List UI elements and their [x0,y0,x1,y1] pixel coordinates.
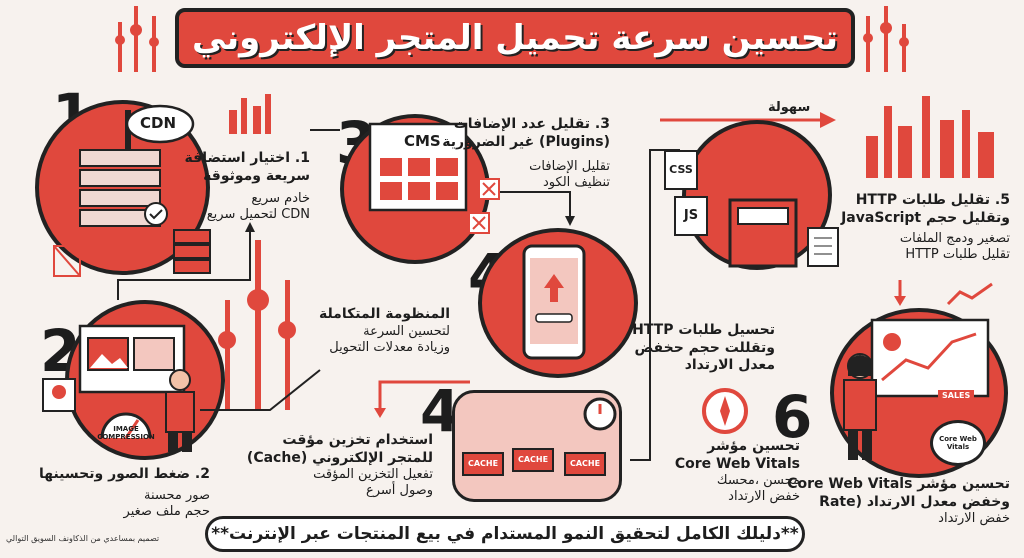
step-3-line-1: تقليل الإضافات [529,159,610,174]
no-plugin-icon [53,245,81,277]
woman-illustration [843,353,877,460]
image-gallery-icon [78,324,186,394]
step-1-line-1: خادم سريع [251,191,310,206]
http-summary-line-3: معدل الارتداد [684,357,775,373]
image-compression-badge: IMAGE COMPRESSION [90,425,162,441]
step-1-title: 1. اختيار استضافة [184,150,310,166]
step-6-line-2: خفض الارتداد [728,489,800,505]
cms-label: CMS [404,132,441,150]
step-1-text: 1. اختيار استضافة سريعة وموثوقة خادم سري… [184,150,310,224]
step-7-line-1: خفض الارتداد [938,511,1010,526]
cache-box-1: CACHE [462,452,504,476]
step-3-line-2: تنظيف الكود [543,175,610,191]
compass-gauge-icon [702,388,748,434]
city-towers-illustration [218,240,296,410]
image-compression-line-2: COMPRESSION [97,432,155,441]
arrow-right-icon [660,112,836,128]
http-summary-text: تحسيل طلبات HTTP وتقللت حجم حخفض معدل ال… [630,322,775,375]
step-6-number: 6 [772,383,813,451]
ease-label: سهولة [768,100,811,115]
step-3-title: 3. تقليل عدد الإضافات [453,116,610,132]
person-illustration [165,369,195,452]
document-icon [807,227,839,267]
http-summary-line-1: تحسيل طلبات HTTP [632,322,775,338]
skyline-left-illustration [115,6,159,72]
step-6-line-1: محسن ،محسك [716,473,800,488]
remove-plugin-icon [478,178,500,200]
step-7-title-2: وخفض معدل الارتداد (Rate [819,493,1010,510]
js-file-icon: JS [674,196,708,236]
ecosystem-line-3: وزيادة معدلات التحويل [329,339,450,355]
step-2-line-1: صور محسنة [143,487,210,503]
step-4-cache-text: استخدام تخزين مؤقت للمتجر الإلكتروني (Ca… [246,432,433,500]
cdn-label: CDN [140,114,177,132]
avatar-icon [42,378,76,412]
skyline-right-mid-illustration [866,96,994,178]
step-6-text: تحسين مؤشر Core Web Vitals محسن ،محسك خف… [674,438,800,506]
ecosystem-line-2: لتحسين السرعة [363,323,450,339]
step-5-text: 5. تقليل طلبات HTTP وتقليل حجم JavaScrip… [840,192,1010,264]
step-6-title: تحسين مؤشر [707,438,800,454]
step-7-text: تحسين مؤشر Core Web Vitals وخفض معدل الا… [787,476,1010,527]
core-web-vitals-line-1: Core Web [939,435,977,443]
analytics-dashboard-icon [870,318,990,398]
cdn-cloud-icon [125,104,195,144]
step-5-line-2: تقليل طلبات HTTP [905,247,1010,263]
skyline-right-illustration [863,6,909,72]
step-3-text: 3. تقليل عدد الإضافات (Plugins) غير الضر… [442,116,610,192]
image-compression-line-1: IMAGE [113,425,139,433]
step-2-text: 2. ضغط الصور وتحسينها صور محسنة حجم ملف … [38,466,210,520]
phone-rocket-icon [522,244,586,360]
stopwatch-icon [583,397,617,431]
step-4-cache-line-2: وصول أسرع [365,483,433,499]
trend-chart-icon [946,282,993,306]
ecosystem-line-1: المنظومة المتكاملة [318,306,450,322]
skyline-top-illustration [229,94,271,134]
core-web-vitals-badge: Core Web Vitals [930,420,986,466]
step-4-cache-title: استخدام تخزين مؤقت [282,432,433,448]
step-5-title: 5. تقليل طلبات HTTP [855,192,1010,208]
step-4-cache-title-2: للمتجر الإلكتروني (Cache) [246,449,433,466]
page-title-banner: تحسين سرعة تحميل المتجر الإلكتروني [175,8,855,68]
ecosystem-text: المنظومة المتكاملة لتحسين السرعة وزيادة … [318,306,450,356]
page-title: تحسين سرعة تحميل المتجر الإلكتروني [192,18,838,58]
step-2-line-2: حجم ملف صغير [123,503,210,519]
credit-text: تصميم بمساعدي من الذكاونف السويق التوالي [6,534,160,543]
step-1-line-2: CDN لتحميل سريع [206,207,310,223]
step-3-title-2: (Plugins) غير الضرورية [442,133,610,150]
server-rack-icon [173,229,211,274]
step-5-line-1: تصغير ودمج الملفات [899,231,1010,246]
cache-box-3: CACHE [564,452,606,476]
step-6-title-2: Core Web Vitals [674,455,800,472]
step-5-title-2: وتقليل حجم JavaScript [841,209,1010,226]
cache-box-2: CACHE [512,448,554,472]
core-web-vitals-line-2: Vitals [946,442,970,451]
step-4-cache-line-1: تفعيل التخزين المؤقت [313,467,433,482]
processing-machine-icon [728,198,798,268]
step-7-title: تحسين مؤشر Core Web Vitals [787,476,1010,492]
remove-plugin-icon-2 [468,212,490,234]
cms-window-icon [368,122,468,212]
gauge-icon [100,412,152,439]
step-2-title: 2. ضغط الصور وتحسينها [38,466,210,482]
sales-badge: SALES [938,390,975,401]
http-summary-line-2: وتقللت حجم حخفض [634,339,775,356]
step-1-title-2: سريعة وموثوقة [203,167,310,184]
css-file-icon: CSS [664,150,698,190]
footer-text: **دليلك الكامل لتحقيق النمو المستدام في … [211,524,799,544]
footer-banner: **دليلك الكامل لتحقيق النمو المستدام في … [205,516,805,552]
